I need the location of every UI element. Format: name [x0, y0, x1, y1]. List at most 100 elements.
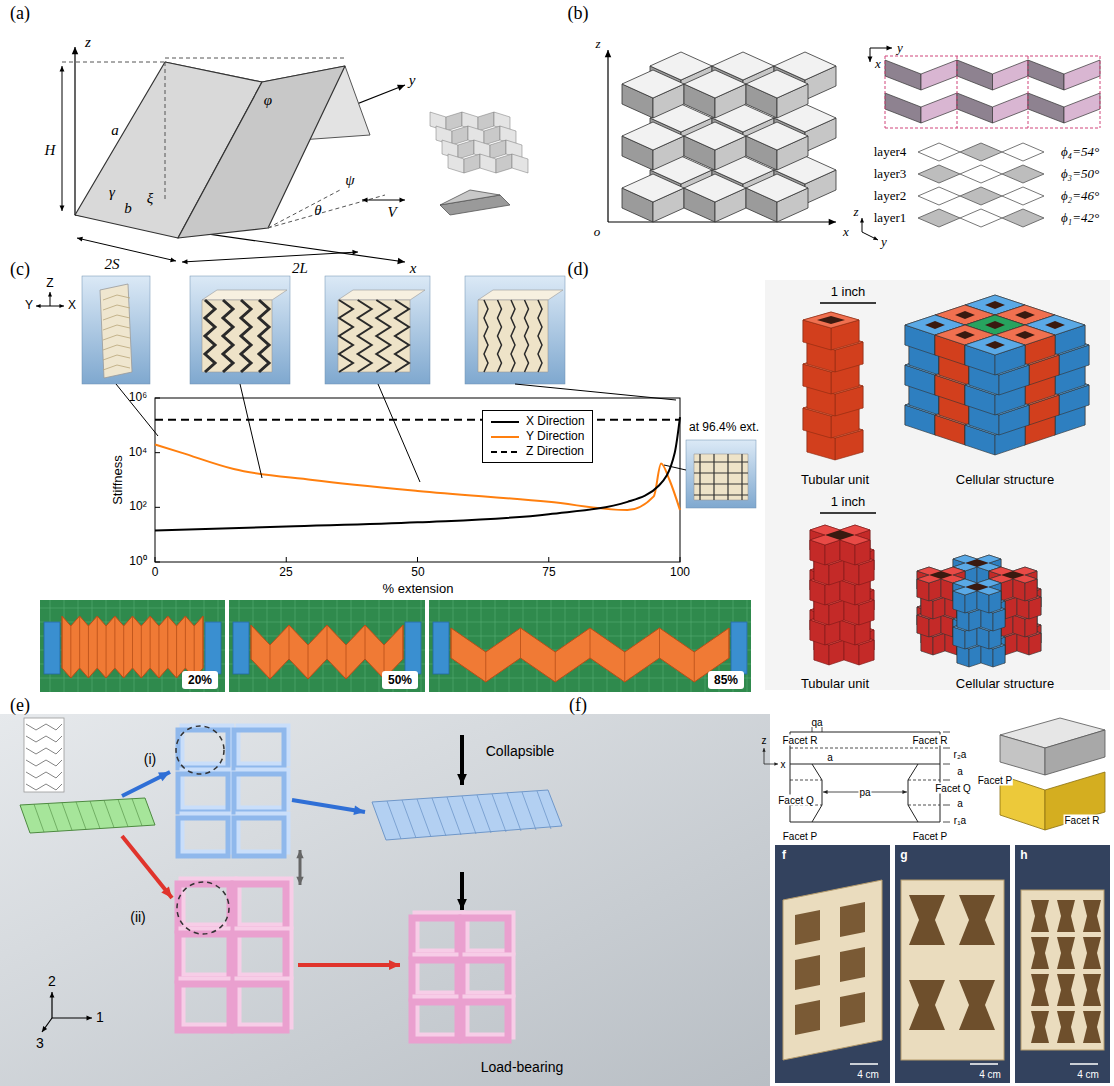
dimension: H — [45, 142, 56, 159]
percent-tag: 85% — [708, 671, 744, 689]
folded-strip — [251, 625, 403, 679]
cell-top — [746, 122, 808, 150]
zigzag-fold — [694, 462, 748, 463]
crease — [90, 801, 100, 829]
cell-opening — [909, 895, 945, 945]
layer-name: layer1 — [874, 211, 906, 225]
crease — [790, 732, 791, 822]
fold-line — [365, 625, 366, 659]
pattern-facet — [1064, 93, 1100, 123]
block-front — [478, 300, 548, 372]
panel-letter: (e) — [10, 696, 30, 716]
cell-opening — [795, 910, 820, 945]
star-cell-opening — [965, 583, 989, 591]
cell-opening — [1031, 1011, 1049, 1043]
crease — [522, 792, 536, 830]
chevron-crease — [103, 345, 130, 350]
fold-line — [79, 616, 80, 668]
state-label: (ii) — [130, 910, 146, 925]
cell-opening — [1031, 900, 1049, 932]
pointer-line — [378, 384, 420, 482]
fold-line — [167, 616, 168, 668]
cell-top — [622, 70, 684, 98]
fold-line — [270, 645, 271, 679]
dimension: a — [957, 766, 963, 777]
cell-tube-opening — [1015, 331, 1035, 339]
cell-frame — [412, 1002, 458, 1040]
fold-line — [346, 645, 347, 679]
arrow-head — [296, 877, 303, 885]
facet-name: Facet P — [977, 775, 1013, 786]
tick — [155, 398, 160, 399]
fold-line — [403, 625, 404, 659]
cell-opening — [909, 980, 945, 1030]
caption-label: Cellular structure — [956, 473, 1054, 487]
crease — [132, 799, 142, 826]
zigzag-fold — [395, 300, 409, 372]
crease — [48, 803, 58, 831]
cell-tube-opening — [985, 321, 1005, 329]
axis-title: % extension — [383, 582, 454, 596]
cell-frame — [178, 774, 228, 812]
angle-value: ϕ₂=46° — [1061, 189, 1099, 203]
fold-line — [624, 652, 625, 682]
clamp-block — [433, 622, 449, 674]
axis-name: 1 — [96, 1010, 104, 1025]
arrow-head — [158, 772, 170, 781]
photo-letter: f — [782, 849, 786, 862]
cell-tube-opening — [955, 311, 975, 319]
cell-frame — [234, 884, 286, 930]
arrow-head — [36, 304, 41, 308]
layer-facet — [1002, 165, 1044, 183]
block-front — [338, 300, 410, 372]
sample-body — [1021, 890, 1104, 1050]
crease — [26, 784, 62, 790]
mat-grid — [429, 608, 751, 609]
arrow-line — [74, 47, 75, 215]
axis-name: 3 — [36, 1036, 44, 1051]
fold-line — [114, 616, 115, 668]
scale-label: 4 cm — [1077, 1069, 1099, 1080]
highlight-circle — [176, 726, 224, 774]
kirigami-panel — [0, 714, 770, 1086]
crease — [118, 799, 128, 826]
percent-text: 20% — [188, 673, 212, 687]
angle-value: ϕ₄=54° — [1061, 145, 1099, 159]
miura-sheet-facet — [464, 154, 480, 173]
layer-facet — [918, 143, 960, 161]
clamp-block — [233, 622, 249, 674]
fold-line — [62, 616, 63, 668]
arrow-head — [397, 85, 405, 91]
fold-line — [327, 625, 328, 659]
panel-letter: (d) — [568, 260, 589, 280]
state-label: (i) — [144, 752, 156, 767]
cell-opening — [1031, 937, 1049, 969]
axis-name: z — [85, 34, 91, 51]
cell-top — [684, 122, 746, 150]
cell-opening — [1083, 974, 1101, 1006]
miura-tube — [440, 190, 500, 205]
arrow-line — [122, 836, 172, 898]
folded-strip — [62, 616, 203, 678]
crease — [477, 795, 491, 833]
dimension-tick — [822, 727, 823, 732]
pattern-facet — [1064, 60, 1100, 90]
facet-panel — [762, 718, 1110, 1083]
pointer-line — [240, 384, 262, 478]
tick — [548, 557, 549, 562]
period-line — [885, 128, 1100, 129]
cell-opening — [795, 955, 820, 990]
facet-name: Facet P — [782, 831, 818, 842]
axis-name: X — [68, 299, 76, 312]
block-top — [478, 290, 563, 300]
cell-tube-opening — [925, 321, 945, 329]
crease — [790, 748, 940, 749]
dimension: r₂a — [954, 749, 967, 760]
cutting-mat — [40, 600, 225, 692]
arrow-head — [296, 850, 303, 858]
flat-sheet — [20, 798, 155, 833]
scale-bar — [820, 512, 876, 514]
arrow-head — [457, 899, 467, 910]
dimension: 2S — [105, 256, 120, 273]
sheet-render — [100, 284, 132, 378]
